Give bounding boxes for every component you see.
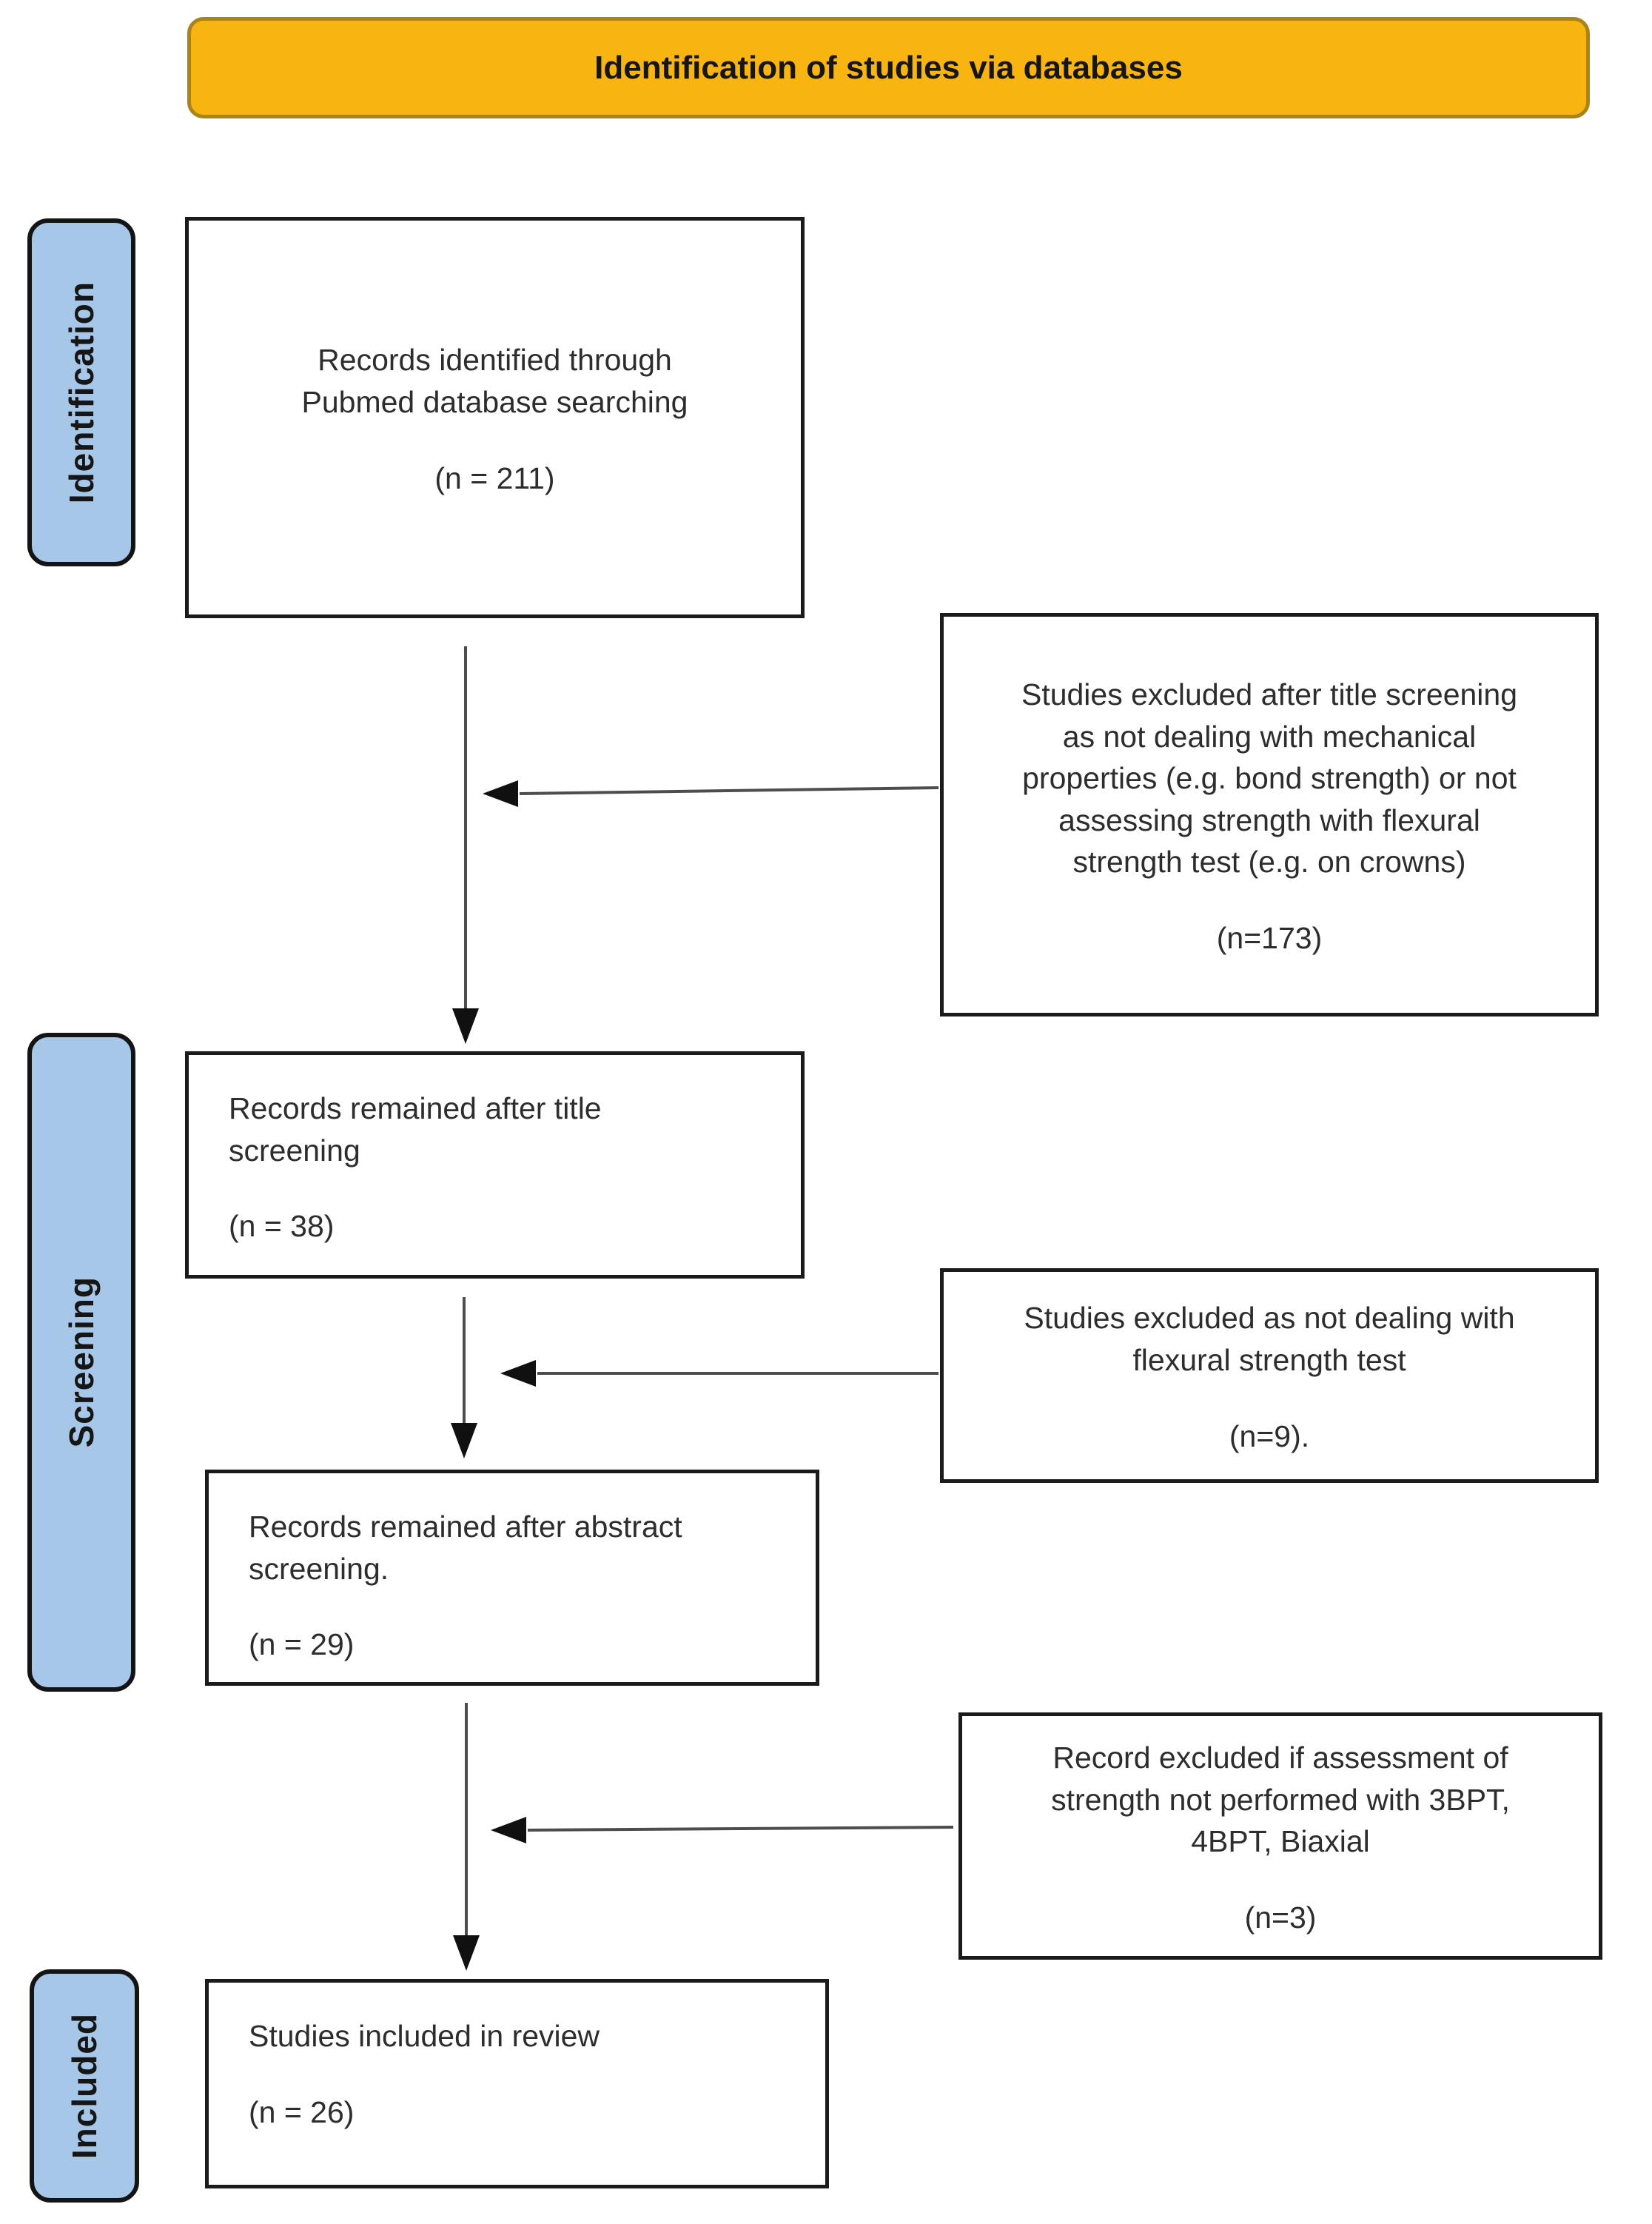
- box-count: (n = 26): [249, 2094, 355, 2129]
- box-text: Studies included in review: [249, 2019, 600, 2053]
- flow-box-excluded-after-title: Studies excluded after title screening a…: [940, 613, 1599, 1016]
- stage-label-included: Included: [30, 1969, 139, 2203]
- box-text: Record excluded if assessment of strengt…: [1051, 1741, 1510, 1859]
- arrow-records-to-title-screening: [452, 646, 479, 1044]
- box-text: Records remained after title screening: [229, 1091, 602, 1168]
- box-count: (n = 29): [249, 1627, 355, 1662]
- box-text: Records remained after abstract screenin…: [249, 1510, 682, 1586]
- arrow-excluded-method: [491, 1817, 954, 1843]
- arrow-abstract-to-included: [453, 1703, 480, 1971]
- box-count: (n = 38): [229, 1209, 335, 1244]
- box-text: Studies excluded after title screening a…: [1021, 677, 1518, 880]
- box-count: (n=9).: [1229, 1419, 1310, 1453]
- flow-box-included-in-review: Studies included in review (n = 26): [205, 1979, 829, 2188]
- arrow-title-to-abstract-screening: [451, 1297, 477, 1458]
- stage-label-text: Identification: [62, 281, 101, 504]
- stage-label-text: Included: [65, 2012, 104, 2160]
- flow-box-title-screening-remained: Records remained after title screening (…: [185, 1051, 805, 1279]
- arrow-excluded-title: [483, 780, 939, 807]
- stage-label-screening: Screening: [27, 1033, 135, 1692]
- box-text: Studies excluded as not dealing with fle…: [1024, 1301, 1515, 1377]
- stage-label-text: Screening: [62, 1276, 101, 1448]
- diagram-title: Identification of studies via databases: [594, 49, 1183, 86]
- diagram-title-banner: Identification of studies via databases: [187, 17, 1590, 118]
- box-count: (n = 211): [434, 460, 555, 495]
- flow-box-records-identified: Records identified through Pubmed databa…: [185, 217, 805, 618]
- box-text: Records identified through Pubmed databa…: [301, 343, 688, 419]
- arrow-excluded-flexural: [500, 1360, 939, 1387]
- box-count: (n=173): [1216, 921, 1323, 956]
- box-count: (n=3): [1244, 1900, 1317, 1935]
- flow-box-excluded-flexural: Studies excluded as not dealing with fle…: [940, 1268, 1599, 1483]
- stage-label-identification: Identification: [27, 218, 135, 566]
- flow-box-abstract-screening-remained: Records remained after abstract screenin…: [205, 1470, 819, 1686]
- flow-box-excluded-method: Record excluded if assessment of strengt…: [958, 1712, 1602, 1960]
